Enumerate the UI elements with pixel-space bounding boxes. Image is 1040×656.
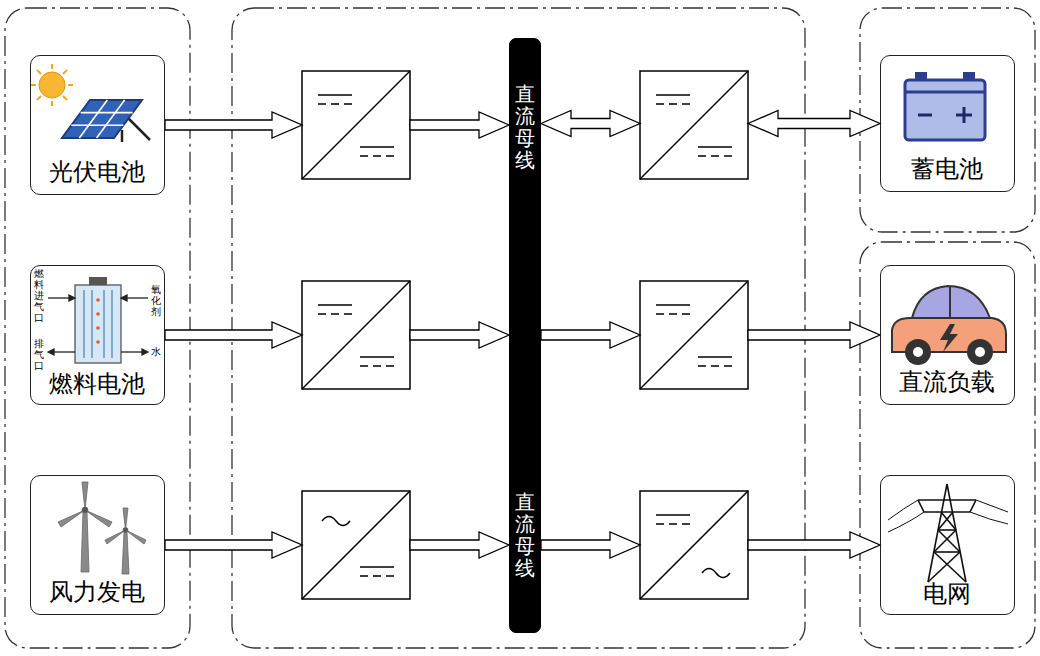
group-panel	[5, 8, 1035, 648]
bus-label: 直流母线	[515, 83, 535, 171]
battery-icon	[905, 72, 985, 140]
arrow-segment	[165, 322, 302, 348]
arrow-segment	[541, 322, 640, 348]
arrow-segment	[541, 111, 640, 137]
arrow-segment	[410, 532, 509, 558]
load-box: 直流负载	[880, 265, 1015, 405]
power-flow-arrow	[165, 112, 509, 138]
bus-label: 直流母线	[515, 491, 535, 579]
solar-panel-icon	[31, 64, 150, 142]
grid-box: 电网	[880, 475, 1015, 615]
arrow-segment	[748, 532, 880, 558]
arrow-segment	[541, 532, 640, 558]
annotation-label: 氧化剂	[151, 284, 161, 317]
power-flow-arrow	[541, 532, 880, 558]
power-flow-arrow	[541, 111, 880, 137]
arrow-segment	[410, 112, 509, 138]
arrow-segment	[165, 112, 302, 138]
electric-car-icon	[892, 286, 1006, 365]
wind-turbine-icon	[58, 482, 146, 574]
power-flow-arrow	[541, 322, 880, 348]
arrow-segment	[748, 322, 880, 348]
power-flow-arrow	[165, 322, 509, 348]
node-label: 风力发电	[49, 578, 145, 606]
annotation-label: 排气口	[34, 338, 44, 371]
source-box: 风力发电	[30, 475, 165, 615]
annotation-label: 水	[151, 346, 161, 357]
node-label: 燃料电池	[49, 370, 145, 398]
node-label: 直流负载	[899, 368, 995, 396]
storage-box: 蓄电池	[880, 55, 1015, 192]
fuel-cell-icon	[48, 277, 148, 363]
source-box: 光伏电池	[30, 55, 165, 195]
arrow-segment	[165, 532, 302, 558]
power-flow-arrow	[165, 532, 509, 558]
node-label: 光伏电池	[49, 158, 145, 186]
node-label: 蓄电池	[911, 155, 983, 183]
power-pylon-icon	[888, 484, 1008, 582]
node-label: 电网	[923, 580, 971, 608]
arrow-segment	[748, 111, 880, 137]
annotation-label: 燃料进气口	[34, 268, 44, 323]
arrow-segment	[410, 322, 509, 348]
source-box: 燃料电池	[30, 265, 165, 405]
dc-bus: 直流母线直流母线	[509, 38, 541, 633]
